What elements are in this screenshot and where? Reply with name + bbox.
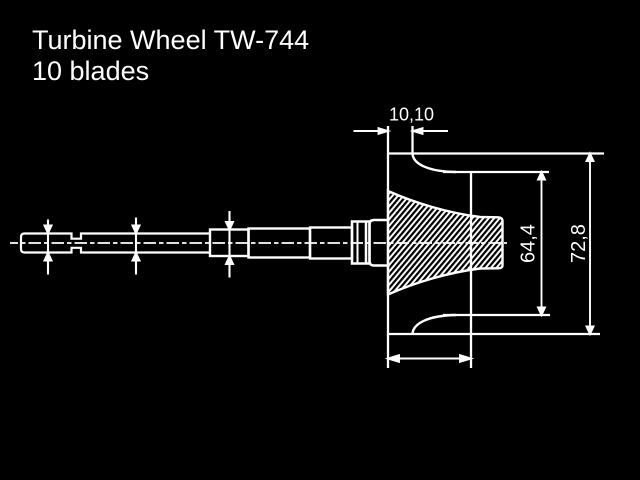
svg-text:64,4: 64,4	[518, 224, 540, 263]
svg-text:Turbine Wheel TW-744: Turbine Wheel TW-744	[32, 25, 309, 55]
svg-text:72,8: 72,8	[568, 224, 590, 263]
svg-text:10,10: 10,10	[389, 105, 434, 125]
svg-text:10 blades: 10 blades	[32, 56, 149, 86]
